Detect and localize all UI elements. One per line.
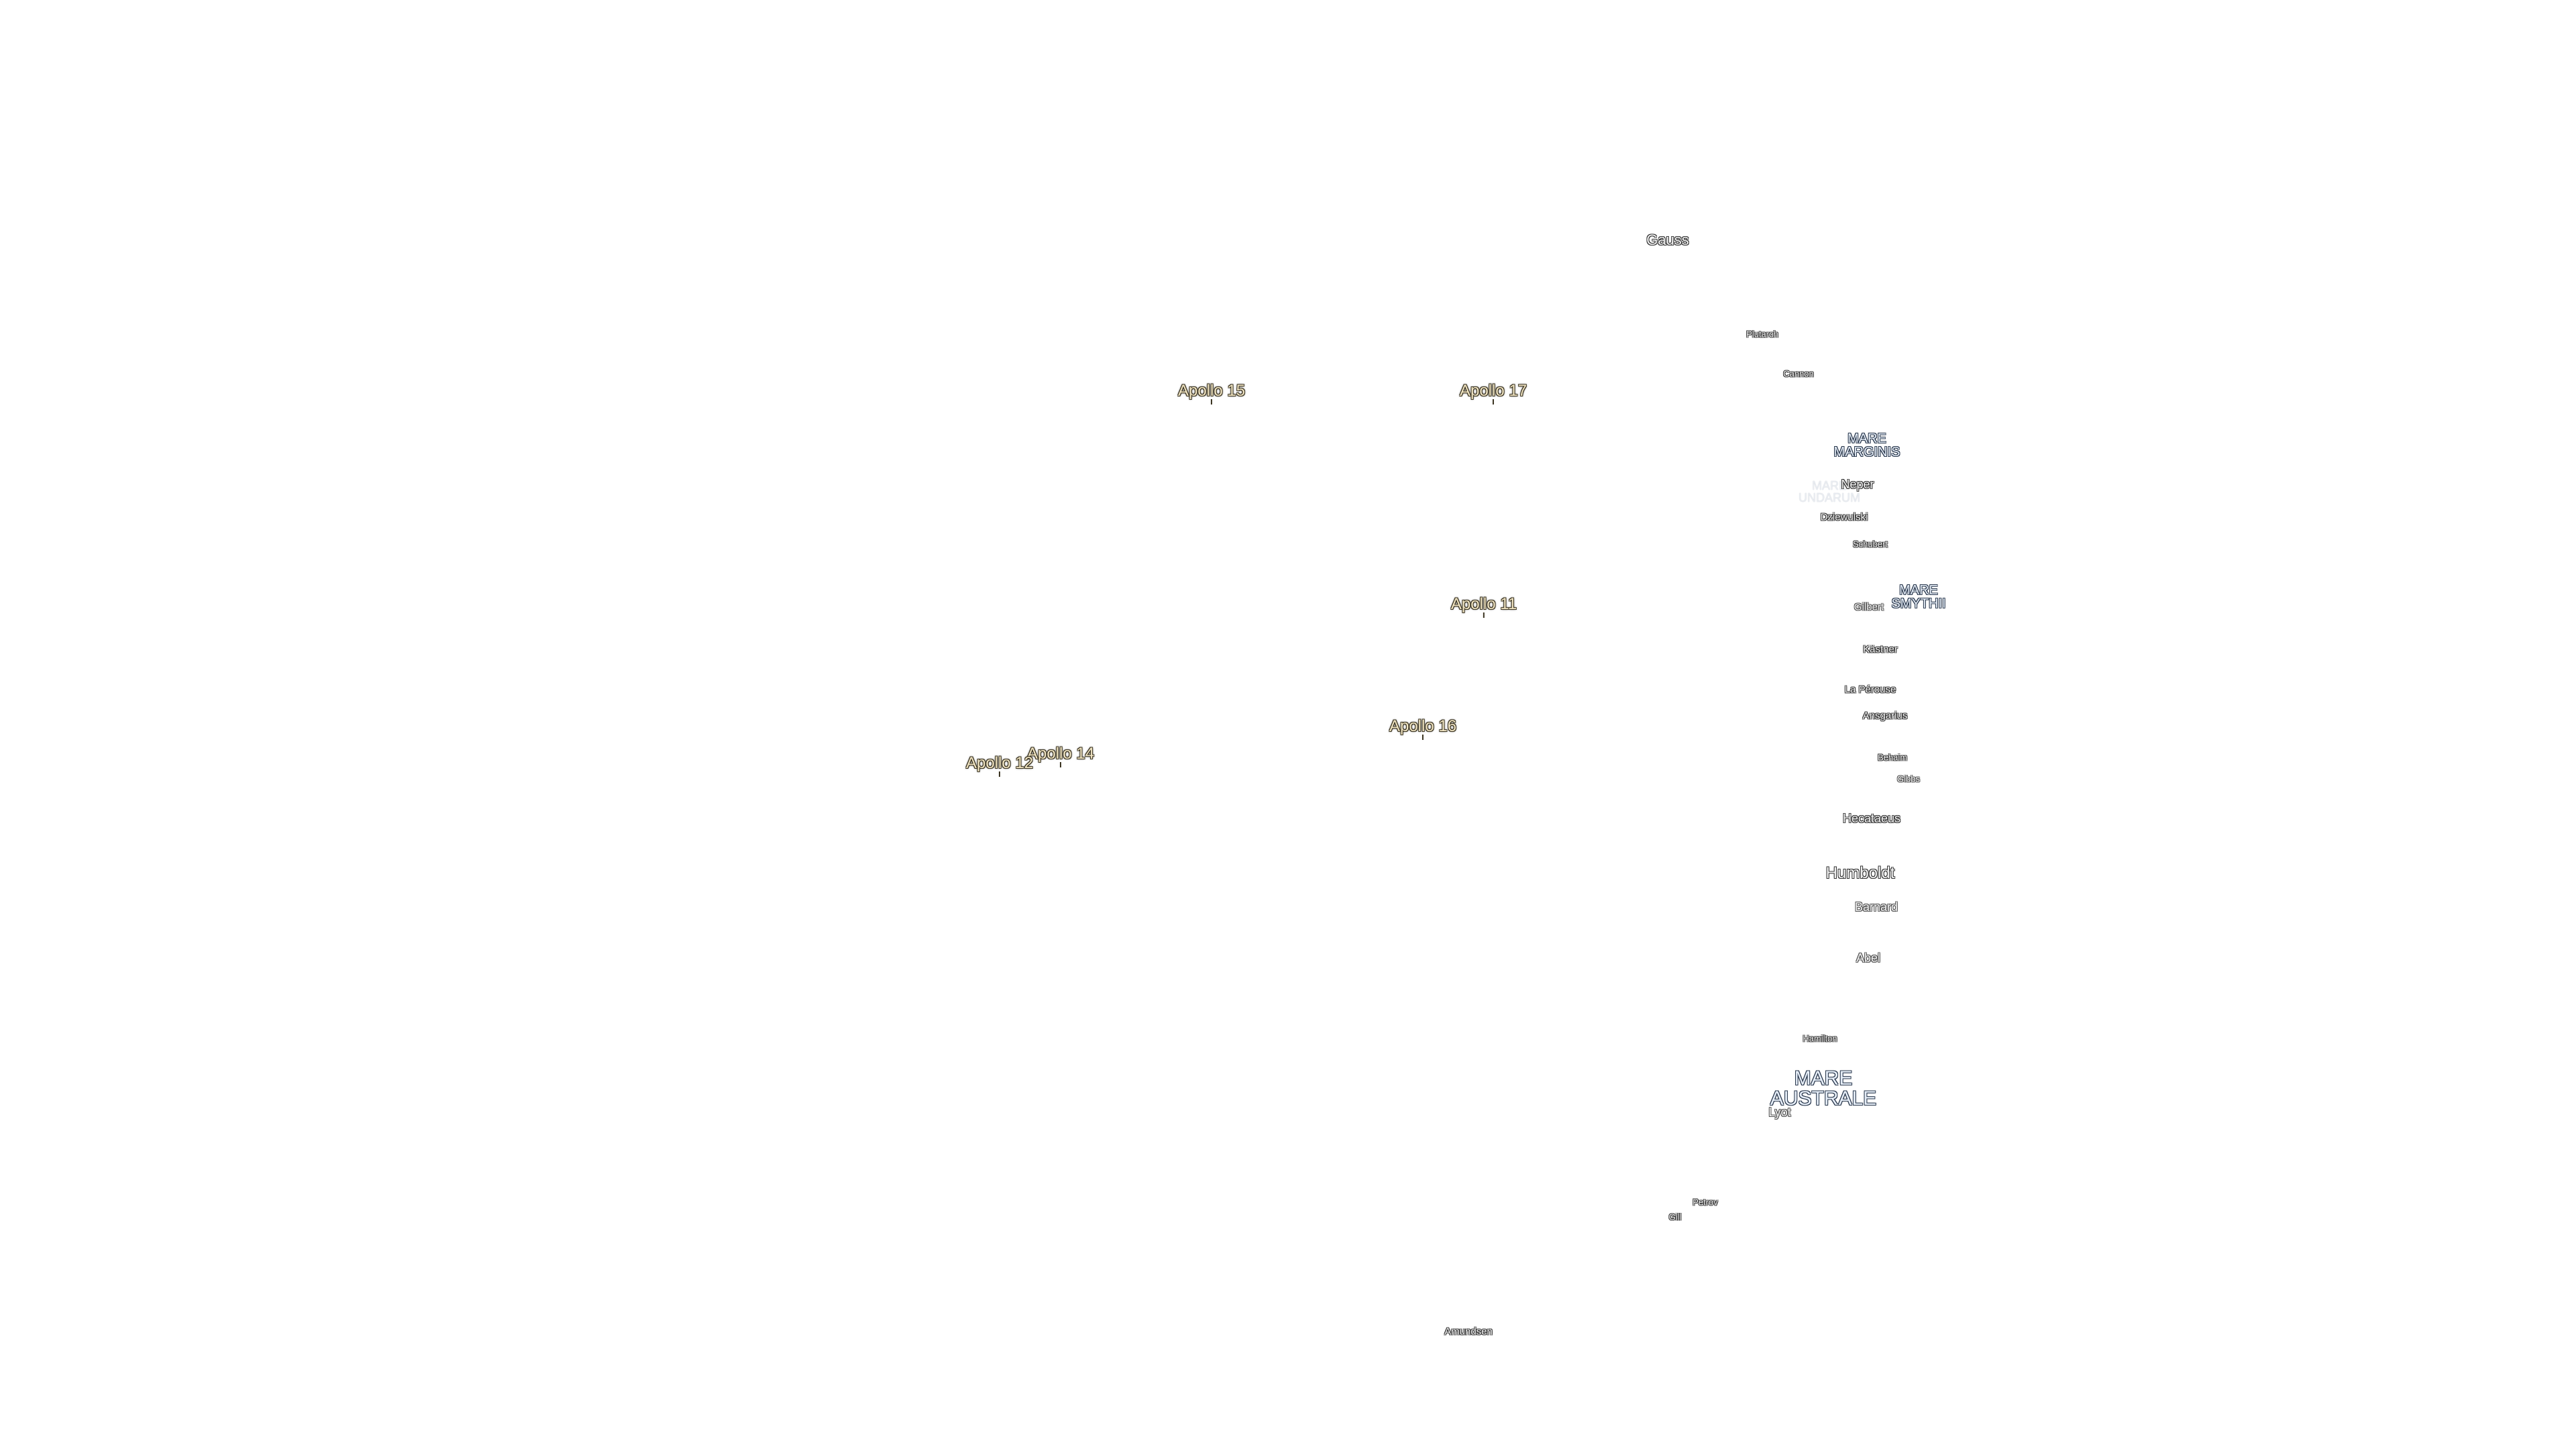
- crater-gilbert[interactable]: Gilbert: [1854, 601, 1884, 613]
- mare-australe-label[interactable]: MARE AUSTRALE: [1770, 1067, 1877, 1110]
- apollo-11-marker[interactable]: Apollo 11: [1450, 595, 1517, 618]
- crater-behaim[interactable]: Behaim: [1877, 752, 1908, 763]
- apollo-14-label: Apollo 14: [1026, 745, 1095, 763]
- mare-smythii-label[interactable]: MARE SMYTHII: [1891, 583, 1946, 611]
- apollo-15-pin: [1210, 399, 1212, 405]
- apollo-17-label: Apollo 17: [1459, 382, 1527, 400]
- crater-plutarch[interactable]: Plutarch: [1746, 329, 1778, 339]
- apollo-16-pin: [1421, 735, 1424, 740]
- mare-undarum-label[interactable]: MARE UNDARUM: [1799, 479, 1860, 504]
- crater-gibbs[interactable]: Gibbs: [1897, 773, 1920, 784]
- apollo-12-marker[interactable]: Apollo 12: [965, 754, 1034, 777]
- crater-cannon[interactable]: Cannon: [1783, 368, 1814, 379]
- crater-ansgarius[interactable]: Ansgarius: [1862, 710, 1908, 722]
- crater-lyot[interactable]: Lyot: [1768, 1106, 1791, 1119]
- crater-petrov[interactable]: Petrov: [1693, 1197, 1718, 1208]
- crater-amundsen[interactable]: Amundsen: [1444, 1326, 1493, 1338]
- apollo-16-marker[interactable]: Apollo 16: [1389, 717, 1457, 740]
- apollo-12-pin: [998, 771, 1000, 777]
- apollo-17-pin: [1492, 399, 1494, 405]
- crater-humboldt[interactable]: Humboldt: [1825, 864, 1895, 882]
- crater-barnard[interactable]: Barnard: [1854, 900, 1898, 914]
- crater-gill[interactable]: Gill: [1668, 1212, 1682, 1222]
- crater-dziewulski[interactable]: Dziewulski: [1820, 511, 1868, 523]
- apollo-15-marker[interactable]: Apollo 15: [1177, 382, 1246, 405]
- apollo-16-label: Apollo 16: [1389, 717, 1457, 735]
- apollo-11-pin: [1483, 612, 1485, 618]
- crater-schubert[interactable]: Schubert: [1852, 539, 1888, 549]
- crater-la-perouse[interactable]: La Pérouse: [1844, 684, 1896, 696]
- apollo-14-pin: [1059, 762, 1061, 767]
- apollo-15-label: Apollo 15: [1177, 382, 1246, 400]
- crater-gauss[interactable]: Gauss: [1646, 231, 1689, 248]
- mare-marginis-label[interactable]: MARE MARGINIS: [1833, 431, 1900, 460]
- crater-hamilton[interactable]: Hamilton: [1803, 1033, 1837, 1044]
- crater-neper[interactable]: Neper: [1841, 478, 1874, 491]
- crater-hecataeus[interactable]: Hecataeus: [1842, 812, 1901, 825]
- crater-kastner[interactable]: Kästner: [1863, 643, 1898, 655]
- apollo-17-marker[interactable]: Apollo 17: [1459, 382, 1527, 405]
- crater-abel[interactable]: Abel: [1856, 951, 1881, 965]
- apollo-11-label: Apollo 11: [1450, 595, 1517, 613]
- apollo-12-label: Apollo 12: [965, 754, 1034, 772]
- apollo-14-marker[interactable]: Apollo 14: [1026, 745, 1095, 767]
